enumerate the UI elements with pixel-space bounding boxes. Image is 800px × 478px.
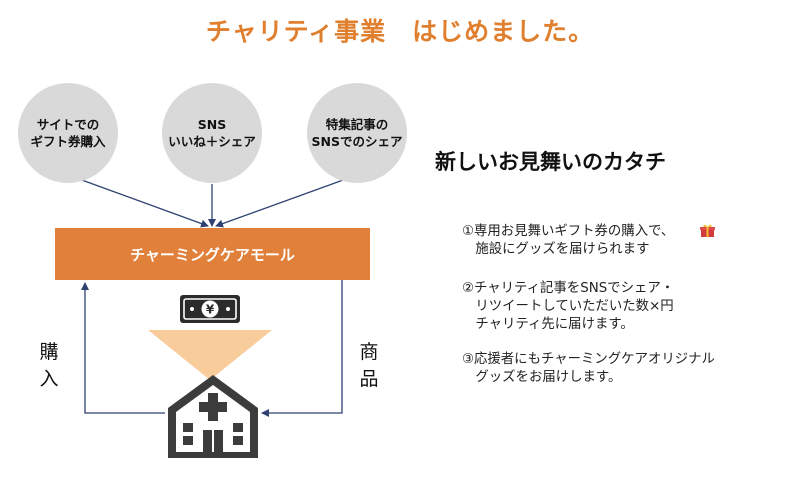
list-item-3: ③応援者にもチャーミングケアオリジナル グッズをお届けします。 (462, 333, 792, 387)
circle-article-share: 特集記事の SNSでのシェア (307, 83, 407, 183)
arrow-goods (261, 280, 343, 417)
svg-text:¥: ¥ (206, 303, 215, 317)
arrow-left-circle (67, 174, 209, 228)
hospital-icon (168, 375, 258, 458)
purchase-label: 購入 (39, 341, 59, 390)
charming-care-mall-box: チャーミングケアモール (55, 228, 370, 280)
arrow-right-circle (215, 174, 358, 228)
list-item-3-text: ③応援者にもチャーミングケアオリジナル グッズをお届けします。 (462, 352, 715, 385)
section-heading: 新しいお見舞いのカタチ (435, 150, 666, 174)
list-item-1: ①専用お見舞いギフト券の購入で、 施設にグッズを届けられます (462, 205, 792, 259)
goods-label: 商品 (359, 341, 379, 390)
page-title: チャリティ事業 はじめました。 (205, 17, 595, 46)
circle-sns-like-share: SNS いいね＋シェア (162, 83, 262, 183)
gift-icon (700, 224, 715, 237)
money-icon: ¥ (180, 295, 240, 323)
arrow-purchase (81, 282, 165, 414)
list-item-2-text: ②チャリティ記事をSNSでシェア・ リツイートしていただいた数×円 チャリティ先… (462, 281, 675, 332)
list-item-2: ②チャリティ記事をSNSでシェア・ リツイートしていただいた数×円 チャリティ先… (462, 262, 792, 334)
circle-gift-purchase: サイトでの ギフト券購入 (18, 83, 118, 183)
down-triangle (148, 330, 272, 380)
list-item-1-text: ①専用お見舞いギフト券の購入で、 施設にグッズを届けられます (462, 224, 675, 257)
